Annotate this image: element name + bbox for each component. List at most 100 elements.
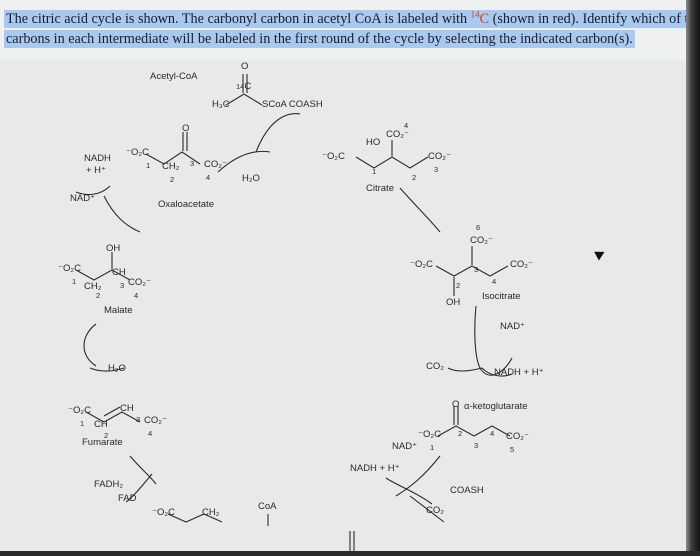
citrate-label: Citrate (366, 183, 394, 194)
citrate-carboxylate-top: CO₂⁻ (386, 129, 409, 140)
nad-label-ketoglutarate: NAD⁺ (392, 441, 418, 452)
nadh-label-left: NADH (84, 153, 111, 164)
malate-c1: 1 (72, 277, 77, 286)
oxaloacetate-c2: 2 (170, 175, 175, 184)
fumarate-fad-arrow (125, 473, 153, 503)
acetyl-coa-scoa-coash: SCoA COASH (262, 99, 323, 110)
question-line-1: The citric acid cycle is shown. The carb… (4, 9, 700, 28)
fad-label: FAD (118, 493, 137, 504)
isocitrate-nadh-arrow (481, 367, 513, 377)
malate-c4: 4 (134, 291, 139, 300)
malate-label: Malate (104, 305, 133, 316)
oxaloacetate-carboxylate-right: CO₂⁻ (204, 159, 227, 170)
c14-symbol: C (244, 81, 252, 92)
nad-label-isocitrate: NAD⁺ (500, 321, 526, 332)
fumarate-c2: 2 (104, 431, 109, 440)
isocitrate-c6: 6 (476, 223, 481, 232)
question-line-2-text: carbons in each intermediate will be lab… (4, 30, 635, 48)
malate-c2: 2 (96, 291, 101, 300)
oxaloacetate-carbonyl (182, 132, 188, 151)
acetyl-coa-c14-label: 14C (236, 82, 251, 92)
isocitrate-co2-arrow (447, 367, 483, 372)
ketoglutarate-c3: 3 (474, 441, 479, 450)
co2-label-isocitrate: CO₂ (426, 361, 444, 372)
oxaloacetate-nadh-arrow (75, 185, 111, 196)
isocitrate-carboxylate-left: ⁻O₂C (410, 259, 433, 270)
fumarate-label: Fumarate (82, 437, 123, 448)
malate-chain (75, 269, 131, 281)
ketoglutarate-carboxylate-left: ⁻O₂C (418, 429, 441, 440)
monitor-bezel (686, 0, 700, 556)
ketoglutarate-c1: 1 (430, 443, 435, 452)
malate-ch2: CH₂ (84, 281, 102, 292)
isotope-symbol: C (479, 10, 490, 27)
fumarate-c1: 1 (80, 419, 85, 428)
fumarate-double-bond (103, 406, 121, 417)
oxaloacetate-oxygen: O (182, 123, 190, 134)
oxaloacetate-c3: 3 (190, 159, 195, 168)
citrate-c3: 3 (434, 165, 439, 174)
fadh2-label: FADH₂ (94, 479, 124, 490)
question-line-1-end: (shown in red). Identify which of the (489, 10, 700, 27)
nad-label-left: NAD⁺ (70, 193, 96, 204)
c14-prefix-1: 1 (236, 82, 241, 91)
ketoglutarate-coash-arrow (409, 495, 445, 523)
h-plus-label-left: + H⁺ (86, 165, 107, 176)
isotope-mass: 14 (470, 9, 480, 19)
water-label-malate: H₂O (108, 363, 126, 374)
isocitrate-label: Isocitrate (482, 291, 521, 302)
fumarate-ch-right: CH (120, 403, 134, 414)
nadh-label-isocitrate: NADH + H⁺ (494, 367, 544, 378)
isocitrate-c4: 4 (492, 277, 497, 286)
monitor-bezel-bottom (0, 551, 700, 556)
acetyl-coa-label: Acetyl-CoA (150, 71, 198, 82)
acetyl-coa-methyl: H₃C (212, 99, 230, 110)
condensation-arrow (217, 150, 271, 173)
ketoglutarate-label: α-ketoglutarate (464, 401, 528, 412)
isocitrate-carboxylate-top: CO₂⁻ (470, 235, 493, 246)
oxaloacetate-chain (145, 151, 201, 165)
succinate-chain (167, 513, 223, 523)
oxaloacetate-label: Oxaloacetate (158, 199, 214, 210)
ketoglutarate-chain (437, 425, 511, 437)
fumarate-c4: 4 (148, 429, 153, 438)
ketoglutarate-oxygen: O (452, 399, 460, 410)
isocitrate-hydroxyl: OH (446, 297, 461, 308)
isocitrate-chain (435, 265, 509, 277)
fumarate-c3: 3 (136, 415, 141, 424)
coa-label-bottom: CoA (258, 501, 277, 512)
citrate-to-isocitrate-arrow (399, 187, 441, 233)
citrate-c1: 1 (372, 167, 377, 176)
citrate-c2: 2 (412, 173, 417, 182)
citrate-c4: 4 (404, 121, 409, 130)
malate-c3: 3 (120, 281, 125, 290)
isocitrate-c3: 3 (474, 265, 479, 274)
ketoglutarate-c4: 4 (490, 429, 495, 438)
carbon-14-label: 14C (470, 9, 490, 27)
fumarate-fadh-arrow (129, 455, 157, 485)
ketoglutarate-arrow (395, 455, 441, 497)
succinate-ch2: CH₂ (202, 507, 220, 518)
isocitrate-c2: 2 (456, 281, 461, 290)
question-text: The citric acid cycle is shown. The carb… (0, 0, 700, 60)
co2-label-ketoglutarate: CO₂ (426, 505, 444, 516)
question-line-2: carbons in each intermediate will be lab… (4, 30, 635, 48)
malate-carboxylate-right: CO₂⁻ (128, 277, 151, 288)
fumarate-ch-left: CH (94, 419, 108, 430)
malate-water-arrow (89, 367, 125, 372)
malate-carboxylate-left: ⁻O₂C (58, 263, 81, 274)
acetyl-coa-oxygen: O (241, 61, 249, 72)
citrate-carboxylate-left: ⁻O₂C (322, 151, 345, 162)
citrate-carboxylate-right: CO₂⁻ (428, 151, 451, 162)
acetyl-coa-carbonyl (242, 74, 248, 93)
oxaloacetate-nad-arrow (103, 195, 141, 233)
ketoglutarate-carboxylate-right: CO₂⁻ (506, 431, 529, 442)
acetyl-coa-bonds (225, 93, 263, 106)
c14-prefix-4: 4 (240, 82, 245, 91)
question-line-1-start: The citric acid cycle is shown. The carb… (6, 10, 471, 27)
succinyl-coa-carbonyl (349, 531, 355, 553)
fumarate-carboxylate-right: CO₂⁻ (144, 415, 167, 426)
ketoglutarate-nad-arrow (385, 477, 433, 505)
fumarate-carboxylate-left: ⁻O₂C (68, 405, 91, 416)
